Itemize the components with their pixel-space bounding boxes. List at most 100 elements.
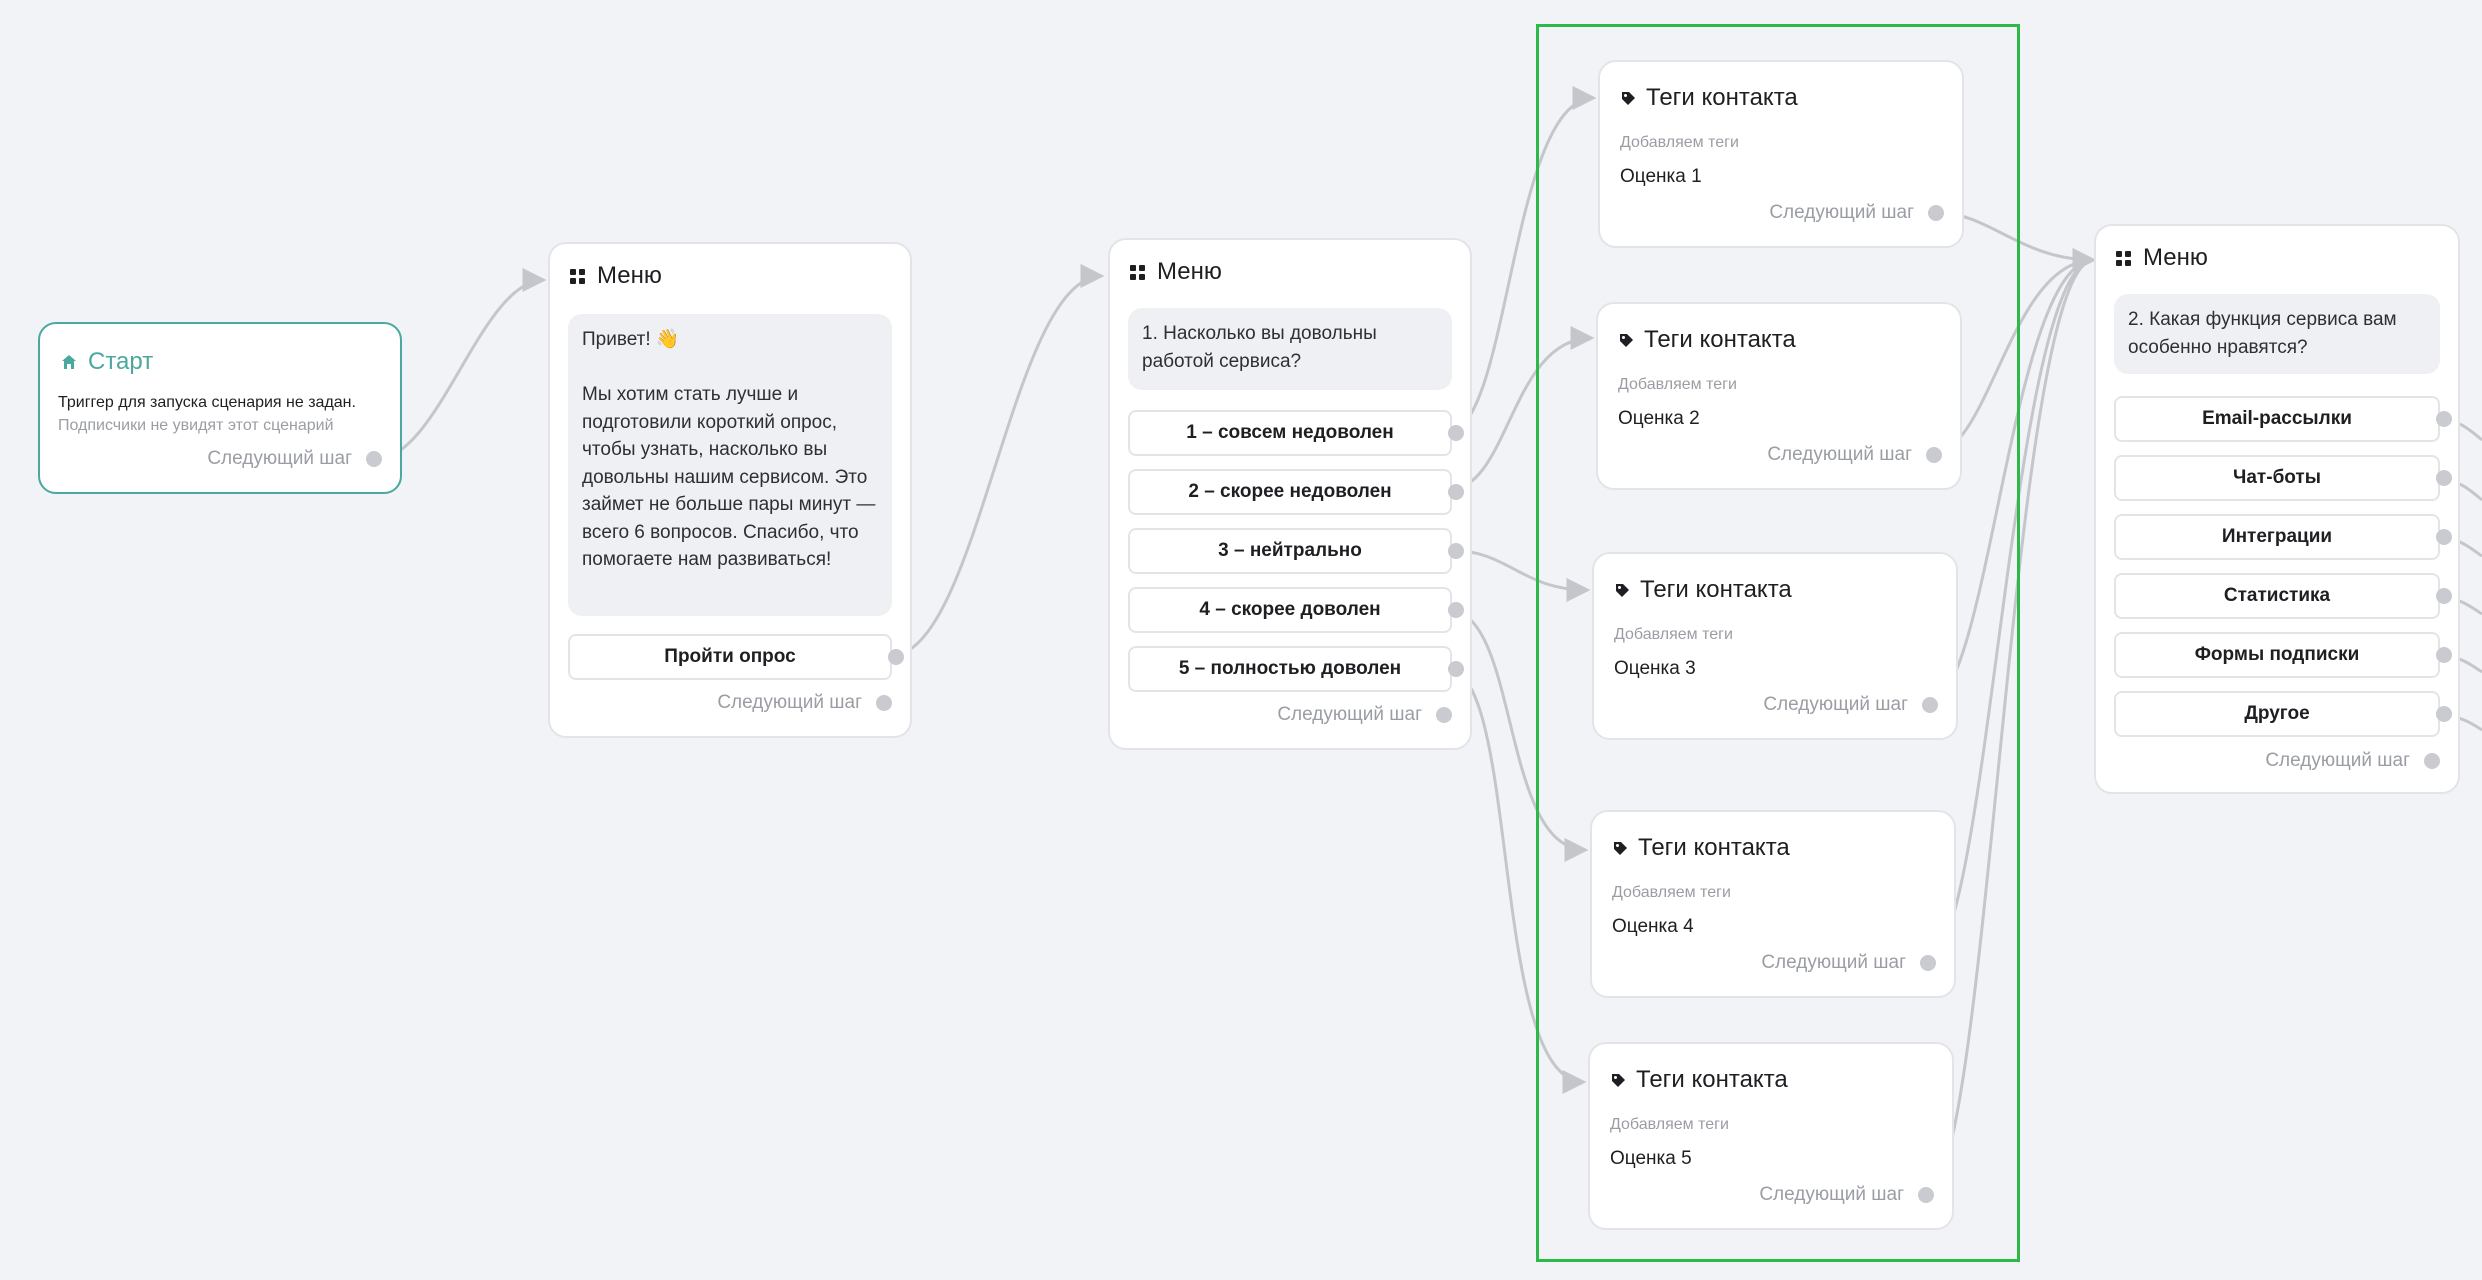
option-port[interactable] (1448, 425, 1464, 441)
option-port[interactable] (1448, 602, 1464, 618)
next-step-label: Следующий шаг (1769, 202, 1914, 223)
option-button[interactable]: Интеграции (2114, 514, 2440, 560)
next-step-row[interactable]: Следующий шаг (1759, 1184, 1934, 1206)
tag-title: Теги контакта (1636, 1066, 1788, 1093)
option-button[interactable]: 5 – полностью доволен (1128, 646, 1452, 692)
tag-icon (1610, 1072, 1626, 1088)
tag-node-3[interactable]: Теги контакта Добавляем теги Оценка 3 Сл… (1592, 552, 1958, 740)
menu-header: Меню (570, 262, 662, 290)
tag-title: Теги контакта (1640, 576, 1792, 603)
option-button[interactable]: Статистика (2114, 573, 2440, 619)
next-step-row[interactable]: Следующий шаг (1763, 694, 1938, 716)
output-port[interactable] (876, 695, 892, 711)
next-step-row[interactable]: Следующий шаг (1767, 444, 1942, 466)
tag-value: Оценка 2 (1618, 408, 1700, 429)
option-button[interactable]: Email-рассылки (2114, 396, 2440, 442)
output-port[interactable] (1928, 205, 1944, 221)
next-step-label: Следующий шаг (2265, 750, 2410, 771)
tag-node-1[interactable]: Теги контакта Добавляем теги Оценка 1 Сл… (1598, 60, 1964, 248)
output-port[interactable] (2424, 753, 2440, 769)
output-port[interactable] (1918, 1187, 1934, 1203)
tag-value: Оценка 3 (1614, 658, 1696, 679)
option-port[interactable] (1448, 543, 1464, 559)
menu-header: Меню (2116, 244, 2208, 272)
option-port[interactable] (2436, 706, 2452, 722)
option-label: 1 – совсем недоволен (1186, 422, 1394, 443)
next-step-label: Следующий шаг (1767, 444, 1912, 465)
tag-icon (1614, 582, 1630, 598)
tag-node-4[interactable]: Теги контакта Добавляем теги Оценка 4 Сл… (1590, 810, 1956, 998)
next-step-row[interactable]: Следующий шаг (207, 448, 382, 470)
option-port[interactable] (2436, 470, 2452, 486)
tag-value: Оценка 5 (1610, 1148, 1692, 1169)
option-port[interactable] (1448, 661, 1464, 677)
menu-icon (1130, 264, 1145, 280)
option-port[interactable] (1448, 484, 1464, 500)
menu-title: Меню (597, 262, 662, 289)
menu-header: Меню (1130, 258, 1222, 286)
start-survey-label: Пройти опрос (664, 646, 796, 667)
option-port[interactable] (2436, 529, 2452, 545)
tag-node-5[interactable]: Теги контакта Добавляем теги Оценка 5 Сл… (1588, 1042, 1954, 1230)
next-step-row[interactable]: Следующий шаг (1277, 704, 1452, 726)
option-label: 4 – скорее доволен (1199, 599, 1381, 620)
next-step-row[interactable]: Следующий шаг (717, 692, 892, 714)
output-port[interactable] (1926, 447, 1942, 463)
trigger-hint: Подписчики не увидят этот сценарий (58, 417, 334, 434)
button-output-port[interactable] (888, 649, 904, 665)
question-bubble: 2. Какая функция сервиса вам особенно нр… (2114, 294, 2440, 374)
start-header: Старт (60, 348, 153, 376)
option-button[interactable]: Формы подписки (2114, 632, 2440, 678)
option-button[interactable]: 1 – совсем недоволен (1128, 410, 1452, 456)
tag-header: Теги контакта (1612, 834, 1790, 862)
option-label: 5 – полностью доволен (1178, 658, 1402, 679)
tag-icon (1620, 90, 1636, 106)
menu-icon (570, 268, 585, 284)
tag-subtitle: Добавляем теги (1610, 1116, 1729, 1133)
selection-frame[interactable] (1536, 24, 2020, 1262)
next-step-label: Следующий шаг (1761, 952, 1906, 973)
question-bubble: 1. Насколько вы довольны работой сервиса… (1128, 308, 1452, 390)
option-label: Чат-боты (2233, 467, 2321, 488)
option-label: 3 – нейтрально (1218, 540, 1362, 561)
menu-node-q1[interactable]: Меню 1. Насколько вы довольны работой се… (1108, 238, 1472, 750)
output-port[interactable] (1920, 955, 1936, 971)
next-step-label: Следующий шаг (1277, 704, 1422, 725)
next-step-label: Следующий шаг (207, 448, 352, 469)
wire-opt5-tag5 (1447, 668, 1587, 1094)
menu-icon (2116, 250, 2131, 266)
tag-icon (1618, 332, 1634, 348)
next-step-row[interactable]: Следующий шаг (1761, 952, 1936, 974)
trigger-text: Триггер для запуска сценария не задан. (58, 394, 356, 411)
menu-node-greeting[interactable]: Меню Привет! 👋 Мы хотим стать лучше и по… (548, 242, 912, 738)
option-port[interactable] (2436, 588, 2452, 604)
tag-header: Теги контакта (1620, 84, 1798, 112)
option-button[interactable]: 3 – нейтрально (1128, 528, 1452, 574)
next-step-row[interactable]: Следующий шаг (2265, 750, 2440, 772)
start-survey-button[interactable]: Пройти опрос (568, 634, 892, 680)
output-port[interactable] (1922, 697, 1938, 713)
option-port[interactable] (2436, 411, 2452, 427)
option-button[interactable]: 2 – скорее недоволен (1128, 469, 1452, 515)
tag-icon (1612, 840, 1628, 856)
option-button[interactable]: 4 – скорее доволен (1128, 587, 1452, 633)
option-button[interactable]: Другое (2114, 691, 2440, 737)
option-port[interactable] (2436, 647, 2452, 663)
next-step-label: Следующий шаг (1759, 1184, 1904, 1205)
option-button[interactable]: Чат-боты (2114, 455, 2440, 501)
tag-subtitle: Добавляем теги (1620, 134, 1739, 151)
menu-title: Меню (2143, 244, 2208, 271)
tag-node-2[interactable]: Теги контакта Добавляем теги Оценка 2 Сл… (1596, 302, 1962, 490)
tag-subtitle: Добавляем теги (1618, 376, 1737, 393)
output-port[interactable] (1436, 707, 1452, 723)
tag-header: Теги контакта (1618, 326, 1796, 354)
wire-opt4-tag4 (1447, 608, 1589, 862)
tag-title: Теги контакта (1646, 84, 1798, 111)
start-node[interactable]: Старт Триггер для запуска сценария не за… (38, 322, 402, 494)
option-label: Email-рассылки (2202, 408, 2352, 429)
tag-value: Оценка 4 (1612, 916, 1694, 937)
menu-node-q2[interactable]: Меню 2. Какая функция сервиса вам особен… (2094, 224, 2460, 794)
next-step-row[interactable]: Следующий шаг (1769, 202, 1944, 224)
tag-subtitle: Добавляем теги (1612, 884, 1731, 901)
output-port[interactable] (366, 451, 382, 467)
